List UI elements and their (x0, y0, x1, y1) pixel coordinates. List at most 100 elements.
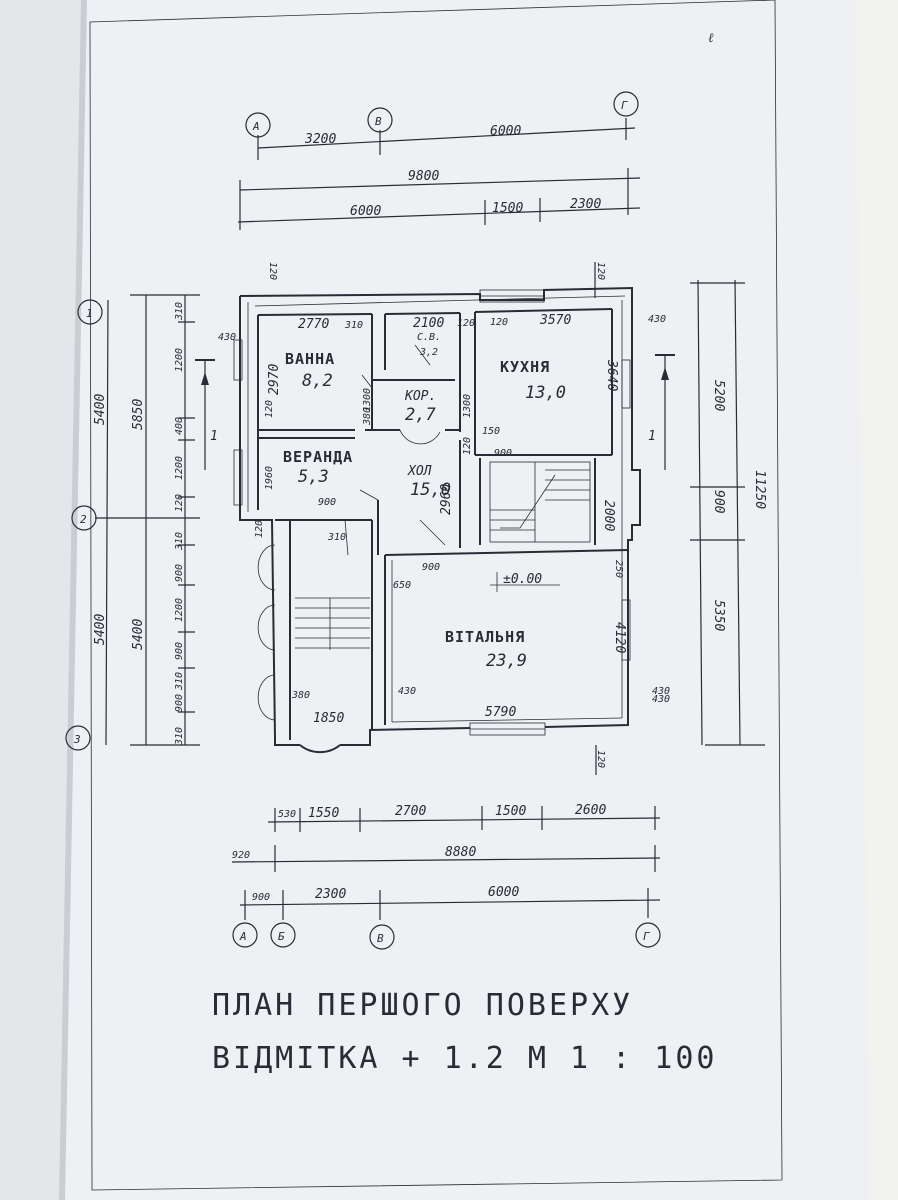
dim-top-1: 3200 (304, 132, 336, 147)
level-mark-arrow (490, 572, 560, 592)
porch-arches (257, 544, 341, 754)
dim-bottom-3: 2700 (395, 804, 426, 819)
interior-walls (257, 308, 629, 740)
dim-inner-g: 3570 (539, 313, 571, 328)
room-area-living: 23,9 (486, 651, 527, 671)
axis-marker-1-left: 1 (77, 299, 103, 325)
room-area-bath: 8,2 (302, 371, 333, 391)
dim-inner-e: 120 (457, 318, 475, 329)
dim-inner-r: 2960 (439, 484, 454, 515)
door-swings (344, 344, 446, 556)
dim-inner-f: 120 (490, 317, 508, 328)
axis-marker-g-top: Г (613, 91, 639, 117)
dim-inner-cc: 380 (291, 690, 310, 701)
main-paper-sheet (62, 0, 870, 1200)
title-line-2: ВІДМІТКА + 1.2 М 1 : 100 (212, 1041, 717, 1076)
dim-left-s8: 1200 (174, 598, 185, 622)
dim-bottom-4: 1500 (495, 804, 526, 819)
svg-text:2: 2 (80, 513, 87, 526)
dim-left-s11: 900 (174, 694, 185, 712)
dim-top-5: 2300 (570, 197, 601, 212)
dim-inner-k: 1300 (362, 388, 373, 412)
dim-axis-3: 6000 (488, 885, 519, 900)
dim-inner-ee: 310 (327, 532, 346, 543)
dim-inner-c: 310 (344, 320, 363, 331)
dim-inner-aa: 430 (652, 694, 670, 705)
axis-marker-2-left: 2 (71, 505, 97, 531)
axis-marker-v-top: В (367, 107, 393, 133)
dim-bottom-6: 920 (232, 850, 250, 861)
dim-inner-i: 2970 (267, 364, 282, 395)
dim-left-outer-2: 5400 (93, 614, 108, 645)
dim-bottom-overall: 8880 (445, 845, 476, 860)
dim-left-s6: 310 (174, 532, 185, 551)
dim-inner-q: 150 (482, 426, 500, 437)
dim-bottom-5: 2600 (575, 803, 606, 818)
corner-mark: ℓ (708, 31, 714, 46)
dim-inner-j: 120 (264, 400, 275, 418)
dim-left-s9: 900 (174, 642, 185, 660)
dim-inner-bb: 1850 (313, 711, 344, 726)
dim-inner-y: 430 (398, 686, 416, 697)
paper-fold-shadow (59, 0, 87, 1200)
room-name-hall: ХОЛ (407, 464, 432, 479)
left-dimension-lines (95, 294, 200, 746)
dim-inner-l: 1300 (462, 394, 473, 418)
dim-axis-1: 900 (252, 892, 270, 903)
axis-marker-a-top: А (245, 112, 271, 138)
dim-inner-b: 2770 (298, 317, 329, 332)
dim-right-t1: 120 (595, 262, 606, 280)
room-name-living: ВІТАЛЬНЯ (445, 628, 525, 646)
svg-text:3: 3 (73, 733, 81, 746)
dim-left-s2: 1200 (174, 348, 185, 372)
dim-left-s7: 900 (174, 564, 185, 582)
svg-text:А: А (239, 930, 247, 943)
top-dimension-lines (237, 118, 641, 230)
dim-right-overall: 11250 (752, 470, 767, 509)
room-area-wc: 3,2 (419, 347, 438, 358)
room-name-corridor: КОР. (404, 389, 436, 404)
svg-text:Г: Г (621, 99, 628, 112)
room-area-hall: 15,0 (410, 480, 451, 500)
dim-left-s1: 310 (174, 302, 185, 321)
dim-top-4: 1500 (492, 201, 523, 216)
dim-top-overall: 9800 (408, 169, 439, 184)
dim-right-3: 5350 (711, 600, 726, 631)
dim-inner-o: 1960 (264, 466, 275, 490)
svg-text:1: 1 (86, 307, 93, 320)
dim-left-inner-2: 5400 (131, 619, 146, 650)
dim-inner-s: 900 (318, 497, 336, 508)
room-name-kitchen: КУХНЯ (500, 358, 550, 376)
room-area-veranda: 5,3 (298, 467, 329, 487)
dim-right-t3: 430 (652, 686, 670, 697)
dim-inner-u: 650 (393, 580, 411, 591)
axis-marker-g-bottom: Г (635, 922, 661, 948)
dim-left-s12: 310 (174, 727, 185, 746)
staircase-entrance (295, 597, 370, 650)
svg-text:В: В (375, 115, 382, 128)
section-marker-right (655, 354, 675, 470)
dim-top-2: 6000 (490, 124, 521, 139)
dim-inner-m: 3640 (604, 359, 619, 391)
dim-right-2: 900 (711, 490, 726, 514)
staircase-kitchen (489, 461, 591, 543)
dim-inner-v: 900 (422, 562, 440, 573)
dim-right-t4: 120 (595, 750, 606, 768)
drawing-border (89, 0, 783, 1191)
axis-marker-b-bottom: Б (270, 922, 296, 948)
dim-right-t2: 430 (648, 314, 666, 325)
dim-left-s10: 310 (174, 672, 185, 691)
room-name-bath: ВАННА (285, 350, 335, 368)
section-label-left: 1 (210, 429, 218, 444)
dim-inner-a: 120 (267, 262, 278, 280)
svg-text:Б: Б (278, 930, 285, 943)
axis-marker-a-bottom: А (232, 922, 258, 948)
svg-text:А: А (252, 120, 260, 133)
dim-inner-d: 2100 (413, 316, 444, 331)
room-area-kitchen: 13,0 (525, 383, 566, 403)
dim-left-s4: 1200 (174, 456, 185, 480)
dim-inner-dd: 120 (254, 520, 265, 538)
dim-inner-w: 250 (613, 560, 624, 578)
dim-inner-n: 380 (362, 407, 373, 426)
